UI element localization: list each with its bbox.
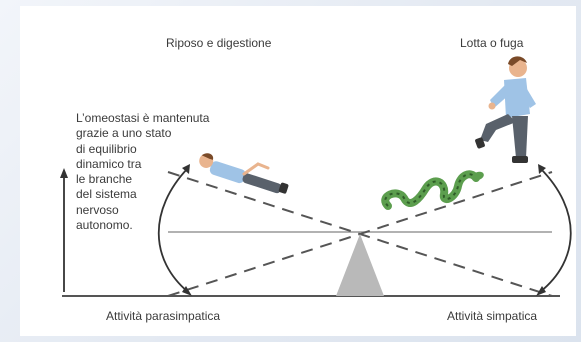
lying-person-torso [209,161,246,184]
running-person-shoe-front [512,156,528,163]
running-person-leg-back [480,114,516,142]
snake-icon [381,170,480,210]
diagram-panel [20,6,576,336]
homeostasis-note: L’omeostasi è mantenuta grazie a uno sta… [76,111,210,233]
left-arrowhead-top-icon [182,164,190,174]
running-person-shoe-back [475,137,485,149]
lying-person-hair [201,153,214,160]
lying-person-legs [242,173,282,194]
running-person-leg-front [512,116,528,158]
lying-person-shoes [278,182,289,194]
right-arrowhead-bottom-icon [536,286,546,296]
snake-head [472,171,484,181]
right-curved-arrow [539,167,572,293]
running-person-hand [488,102,496,110]
running-person-arm-back [490,84,510,108]
left-curved-arrow [157,167,189,293]
person-lying-icon [199,153,289,194]
running-person-arm-front [520,84,536,108]
right-arrowhead-top-icon [538,164,546,174]
sympathetic-activity-label: Attività simpatica [447,309,538,323]
lying-person-arm [242,162,270,176]
rest-and-digest-label: Riposo e digestione [166,36,272,50]
left-arrowhead-bottom-icon [182,286,192,296]
person-running-icon [475,56,536,163]
running-person-hair [508,56,527,66]
fight-or-flight-label: Lotta o fuga [460,36,524,50]
parasympathetic-activity-label: Attività parasimpatica [106,309,221,323]
fulcrum-icon [336,234,384,296]
arrow-up-icon [60,168,68,178]
